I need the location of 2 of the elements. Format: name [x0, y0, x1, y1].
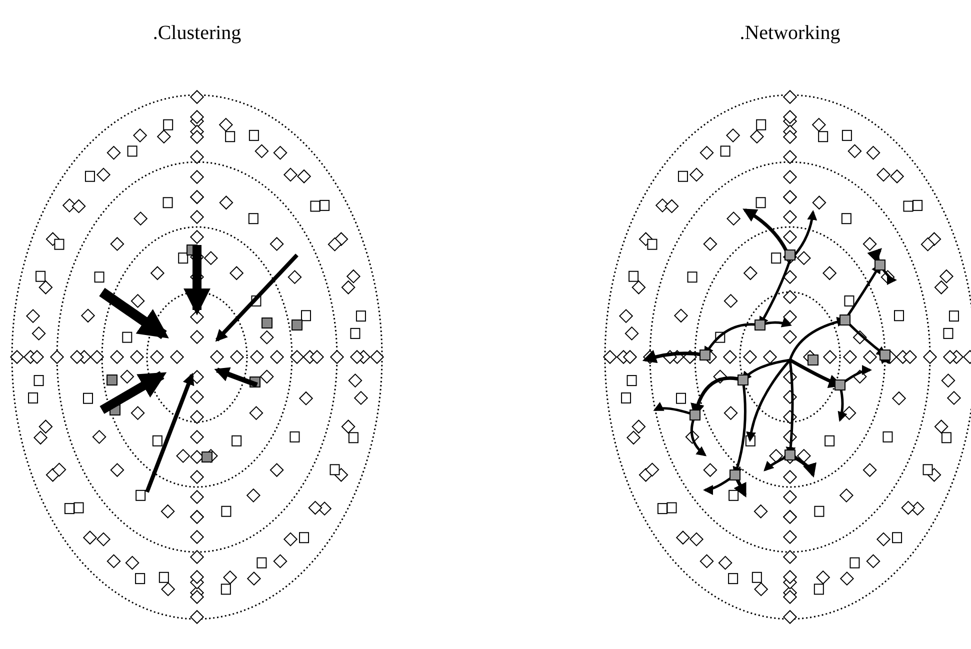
panel-title: .Clustering — [152, 22, 242, 45]
panel-title: .Networking — [740, 22, 840, 45]
